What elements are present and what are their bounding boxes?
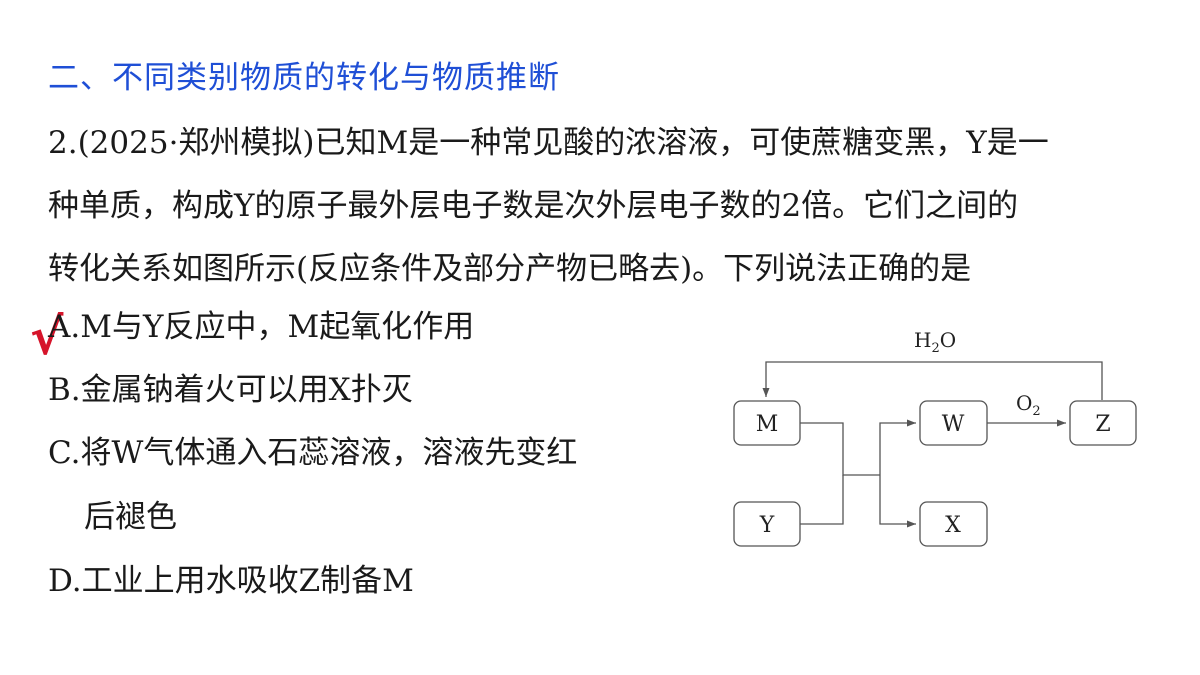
to-x-arrow: [879, 475, 916, 528]
correct-answer-check-icon: √: [30, 308, 64, 366]
node-z-label: Z: [1095, 412, 1110, 437]
node-w-label: W: [942, 412, 965, 437]
h2o-label-o: O: [940, 328, 956, 352]
option-a[interactable]: A.M与Y反应中，M起氧化作用: [48, 309, 475, 345]
node-w-box: [919, 400, 988, 446]
node-m-box: [733, 400, 801, 446]
node-x-box: [919, 501, 988, 547]
question-line-2: 种单质，构成Y的原子最外层电子数是次外层电子数的2倍。它们之间的: [48, 188, 1019, 224]
node-y-box: [733, 501, 801, 547]
section-title: 二、不同类别物质的转化与物质推断: [48, 60, 560, 96]
m-output-line: [800, 422, 880, 476]
option-c-continued: 后褪色: [84, 499, 177, 535]
h2o-return-line: [762, 361, 1103, 400]
h2o-label-sub: 2: [931, 341, 939, 356]
node-y-label: Y: [759, 513, 775, 538]
o2-label-sub: 2: [1032, 404, 1040, 419]
h2o-label-h: H: [914, 328, 931, 352]
node-z-box: [1069, 400, 1137, 446]
question-line-1: 2.(2025·郑州模拟)已知M是一种常见酸的浓溶液，可使蔗糖变黑，Y是一: [48, 125, 1049, 161]
option-b[interactable]: B.金属钠着火可以用X扑灭: [48, 372, 413, 408]
o2-label-o: O: [1016, 391, 1032, 415]
node-x-label: X: [945, 513, 961, 538]
y-output-line: [800, 475, 844, 525]
question-line-3: 转化关系如图所示(反应条件及部分产物已略去)。下列说法正确的是: [48, 251, 972, 287]
question-stem: 2.(2025·郑州模拟)已知M是一种常见酸的浓溶液，可使蔗糖变黑，Y是一 种单…: [48, 112, 1168, 301]
to-w-arrow: [879, 419, 916, 475]
option-c[interactable]: C.将W气体通入石蕊溶液，溶液先变红: [48, 435, 578, 471]
option-d[interactable]: D.工业上用水吸收Z制备M: [48, 563, 414, 599]
h2o-label: H2O: [914, 328, 956, 356]
node-m-label: M: [756, 412, 779, 437]
o2-label: O2: [1016, 391, 1041, 419]
